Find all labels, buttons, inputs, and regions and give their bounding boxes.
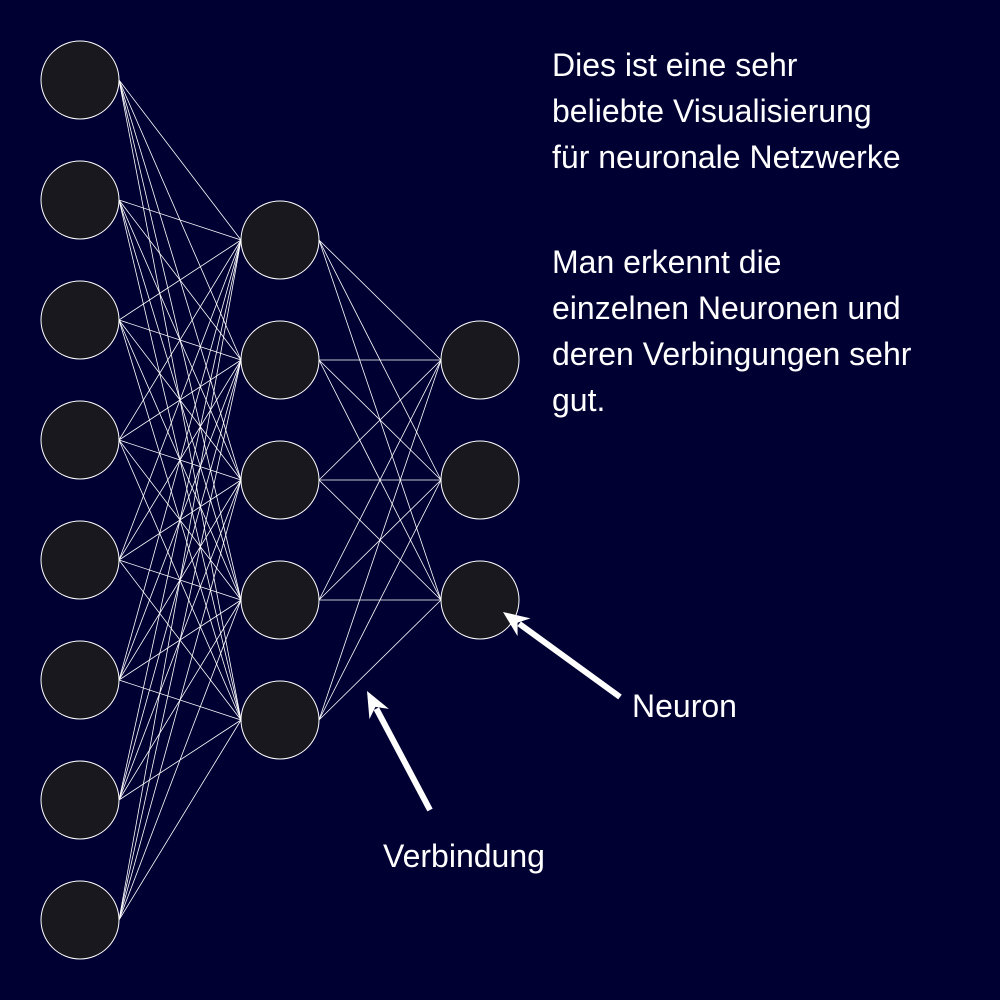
neuron-node <box>240 560 320 640</box>
neuron-node <box>240 320 320 400</box>
arrow-head <box>367 691 389 720</box>
connection-line <box>118 599 242 921</box>
connection-line <box>318 479 442 721</box>
neurons <box>40 40 520 960</box>
description-line: gut. <box>552 382 606 418</box>
neuron-node <box>440 560 520 640</box>
connection-line <box>318 359 442 721</box>
connection-line <box>118 79 242 241</box>
connection-line <box>318 359 442 601</box>
neuron-node <box>240 680 320 760</box>
description-line: beliebte Visualisierung <box>552 93 872 129</box>
connection-line <box>118 239 242 441</box>
neuron-label: Neuron <box>632 688 737 724</box>
description-line: einzelnen Neuronen und <box>552 290 901 326</box>
connections <box>118 79 442 921</box>
neuron-node <box>40 520 120 600</box>
description-paragraph-2: Man erkennt die einzelnen Neuronen und d… <box>552 239 911 423</box>
description-paragraph-1: Dies ist eine sehr beliebte Visualisieru… <box>552 42 901 180</box>
neuron-node <box>40 40 120 120</box>
connection-line <box>118 239 242 801</box>
arrow-shaft <box>373 707 433 812</box>
neuron-node <box>40 400 120 480</box>
neuron-node <box>240 440 320 520</box>
connection-line <box>118 199 242 241</box>
description-line: Man erkennt die <box>552 244 782 280</box>
connection-line <box>118 239 242 681</box>
neuron-node <box>40 760 120 840</box>
description-line: für neuronale Netzwerke <box>552 139 901 175</box>
neuron-arrow <box>503 612 622 700</box>
connection-line <box>118 239 242 921</box>
neuron-node <box>40 160 120 240</box>
arrow-head <box>503 612 531 637</box>
connection-label: Verbindung <box>383 838 545 874</box>
neuron-node <box>440 320 520 400</box>
neuron-node <box>40 280 120 360</box>
neuron-node <box>240 200 320 280</box>
connection-line <box>118 359 242 921</box>
neuron-node <box>40 640 120 720</box>
neuron-node <box>40 880 120 960</box>
neuron-node <box>440 440 520 520</box>
connection-line <box>118 239 242 561</box>
connection-line <box>118 239 242 321</box>
connection-line <box>318 599 442 721</box>
connection-line <box>118 719 242 921</box>
description-line: deren Verbingungen sehr <box>552 336 912 372</box>
connection-line <box>118 479 242 921</box>
connection-line <box>318 359 442 481</box>
annotation-arrows <box>367 612 622 812</box>
description-line: Dies ist eine sehr <box>552 47 798 83</box>
connection-arrow <box>367 691 433 812</box>
connection-line <box>318 239 442 361</box>
arrow-shaft <box>517 621 622 700</box>
